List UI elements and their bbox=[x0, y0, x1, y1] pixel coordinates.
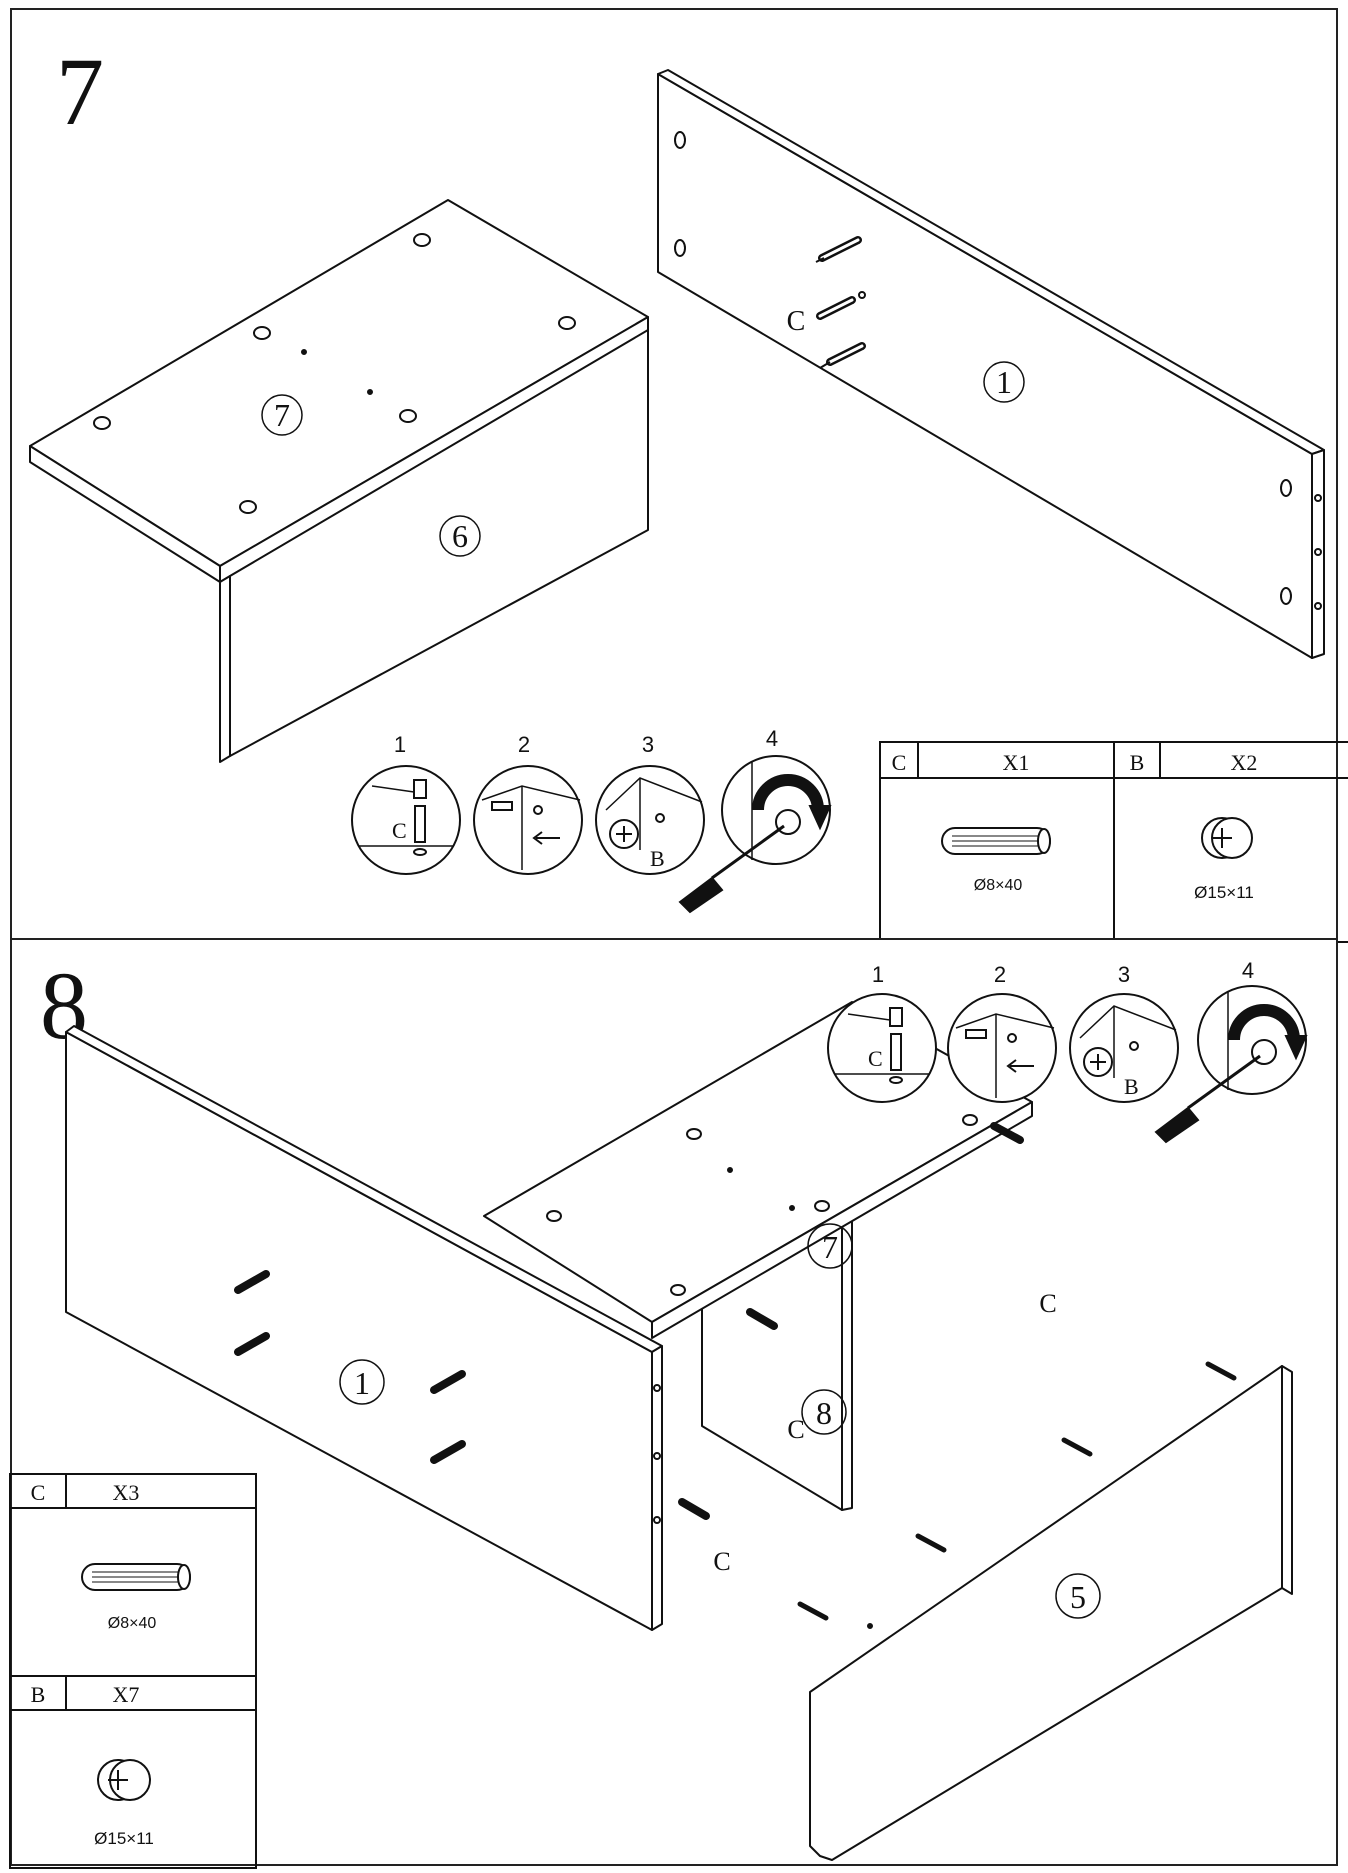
parts-size-b: Ø15×11 bbox=[1194, 883, 1254, 902]
screwdriver-icon bbox=[678, 824, 785, 914]
panel-7-board bbox=[29, 199, 649, 583]
mini-step-number: 1 bbox=[394, 732, 406, 757]
hardware-callout-c: C bbox=[787, 1415, 804, 1444]
screw-icon bbox=[797, 1601, 829, 1621]
rotate-arrow-icon bbox=[1228, 1004, 1308, 1061]
dowel-icon bbox=[81, 1563, 191, 1591]
dowel-icon bbox=[678, 1498, 710, 1520]
panel-label-1: 1 bbox=[354, 1365, 370, 1401]
mini-step-number: 2 bbox=[518, 732, 530, 757]
cam-lock-icon bbox=[609, 819, 639, 849]
mini-step-number: 3 bbox=[642, 732, 654, 757]
mini-step-number: 1 bbox=[872, 962, 884, 987]
parts-size-c: Ø8×40 bbox=[974, 877, 1023, 894]
mini-step-3-insert-cam bbox=[1069, 993, 1179, 1103]
step-8-panel: 8 bbox=[9, 938, 1338, 1869]
mini-step-label-c: C bbox=[868, 1046, 883, 1071]
panel-1-board bbox=[657, 69, 1325, 659]
panel-label-6: 6 bbox=[452, 518, 468, 554]
mini-step-3-insert-cam bbox=[595, 765, 705, 875]
panel-6-board bbox=[219, 329, 649, 763]
mini-step-4-tighten bbox=[678, 755, 832, 914]
dowel-icon bbox=[430, 1370, 466, 1394]
panel-label-5: 5 bbox=[1070, 1579, 1086, 1615]
mini-step-label-b: B bbox=[1124, 1074, 1139, 1099]
dowel-icon bbox=[819, 342, 866, 369]
parts-size-b: Ø15×11 bbox=[94, 1829, 154, 1848]
cam-lock-icon bbox=[1201, 817, 1253, 859]
mini-step-number: 3 bbox=[1118, 962, 1130, 987]
dowel-icon bbox=[234, 1332, 270, 1356]
screw-icon bbox=[915, 1533, 947, 1553]
parts-code-b: B bbox=[1130, 750, 1145, 775]
mini-step-2-insert-screw bbox=[473, 765, 583, 875]
hardware-callout-c: C bbox=[787, 306, 806, 337]
parts-code-b: B bbox=[31, 1682, 46, 1707]
parts-qty-b: X7 bbox=[113, 1682, 140, 1707]
push-arrow-icon bbox=[532, 831, 560, 845]
parts-table bbox=[879, 741, 1348, 943]
parts-table bbox=[9, 1473, 257, 1869]
mini-step-number: 2 bbox=[994, 962, 1006, 987]
mini-step-2-insert-screw bbox=[947, 993, 1057, 1103]
cam-lock-icon bbox=[97, 1759, 151, 1801]
mini-step-label-b: B bbox=[650, 846, 665, 871]
dowel-icon bbox=[816, 291, 866, 320]
panel-label-7: 7 bbox=[274, 397, 290, 433]
screwdriver-icon bbox=[1154, 1054, 1261, 1144]
parts-size-c: Ø8×40 bbox=[108, 1615, 157, 1632]
panel-label-1: 1 bbox=[996, 364, 1012, 400]
panel-label-7: 7 bbox=[822, 1229, 838, 1265]
parts-code-c: C bbox=[892, 750, 907, 775]
step-8-illustration: 1 7 8 5 C C C 1 2 3 4 bbox=[9, 958, 1308, 1869]
mini-step-1-insert-dowel bbox=[827, 993, 937, 1103]
screw-icon bbox=[1061, 1437, 1093, 1457]
panel-5-board bbox=[809, 1365, 1293, 1861]
parts-qty-c: X1 bbox=[1003, 750, 1030, 775]
mini-step-number: 4 bbox=[766, 726, 778, 751]
parts-qty-b: X2 bbox=[1231, 750, 1258, 775]
dowel-icon bbox=[815, 236, 862, 263]
cam-lock-icon bbox=[1083, 1047, 1113, 1077]
step-7-illustration: 7 6 1 C 1 2 3 4 bbox=[29, 69, 1348, 943]
rotate-arrow-icon bbox=[752, 774, 832, 831]
hardware-callout-c: C bbox=[713, 1547, 730, 1576]
dowel-icon bbox=[234, 1270, 270, 1294]
mini-step-number: 4 bbox=[1242, 958, 1254, 983]
step-number: 7 bbox=[56, 38, 104, 145]
dowel-icon bbox=[746, 1308, 778, 1330]
dowel-icon bbox=[430, 1440, 466, 1464]
mini-step-label-c: C bbox=[392, 818, 407, 843]
mini-step-4-tighten bbox=[1154, 985, 1308, 1144]
dowel-icon bbox=[941, 827, 1051, 855]
panel-1-board bbox=[65, 1025, 663, 1631]
hardware-callout-c: C bbox=[1039, 1289, 1056, 1318]
step-7-panel: 7 bbox=[10, 8, 1348, 943]
parts-code-c: C bbox=[31, 1480, 46, 1505]
panel-label-8: 8 bbox=[816, 1395, 832, 1431]
mini-step-1-insert-dowel bbox=[351, 765, 461, 875]
dowel-icon bbox=[990, 1122, 1024, 1144]
push-arrow-icon bbox=[1006, 1059, 1034, 1073]
parts-qty-c: X3 bbox=[113, 1480, 140, 1505]
screw-icon bbox=[1205, 1361, 1237, 1381]
